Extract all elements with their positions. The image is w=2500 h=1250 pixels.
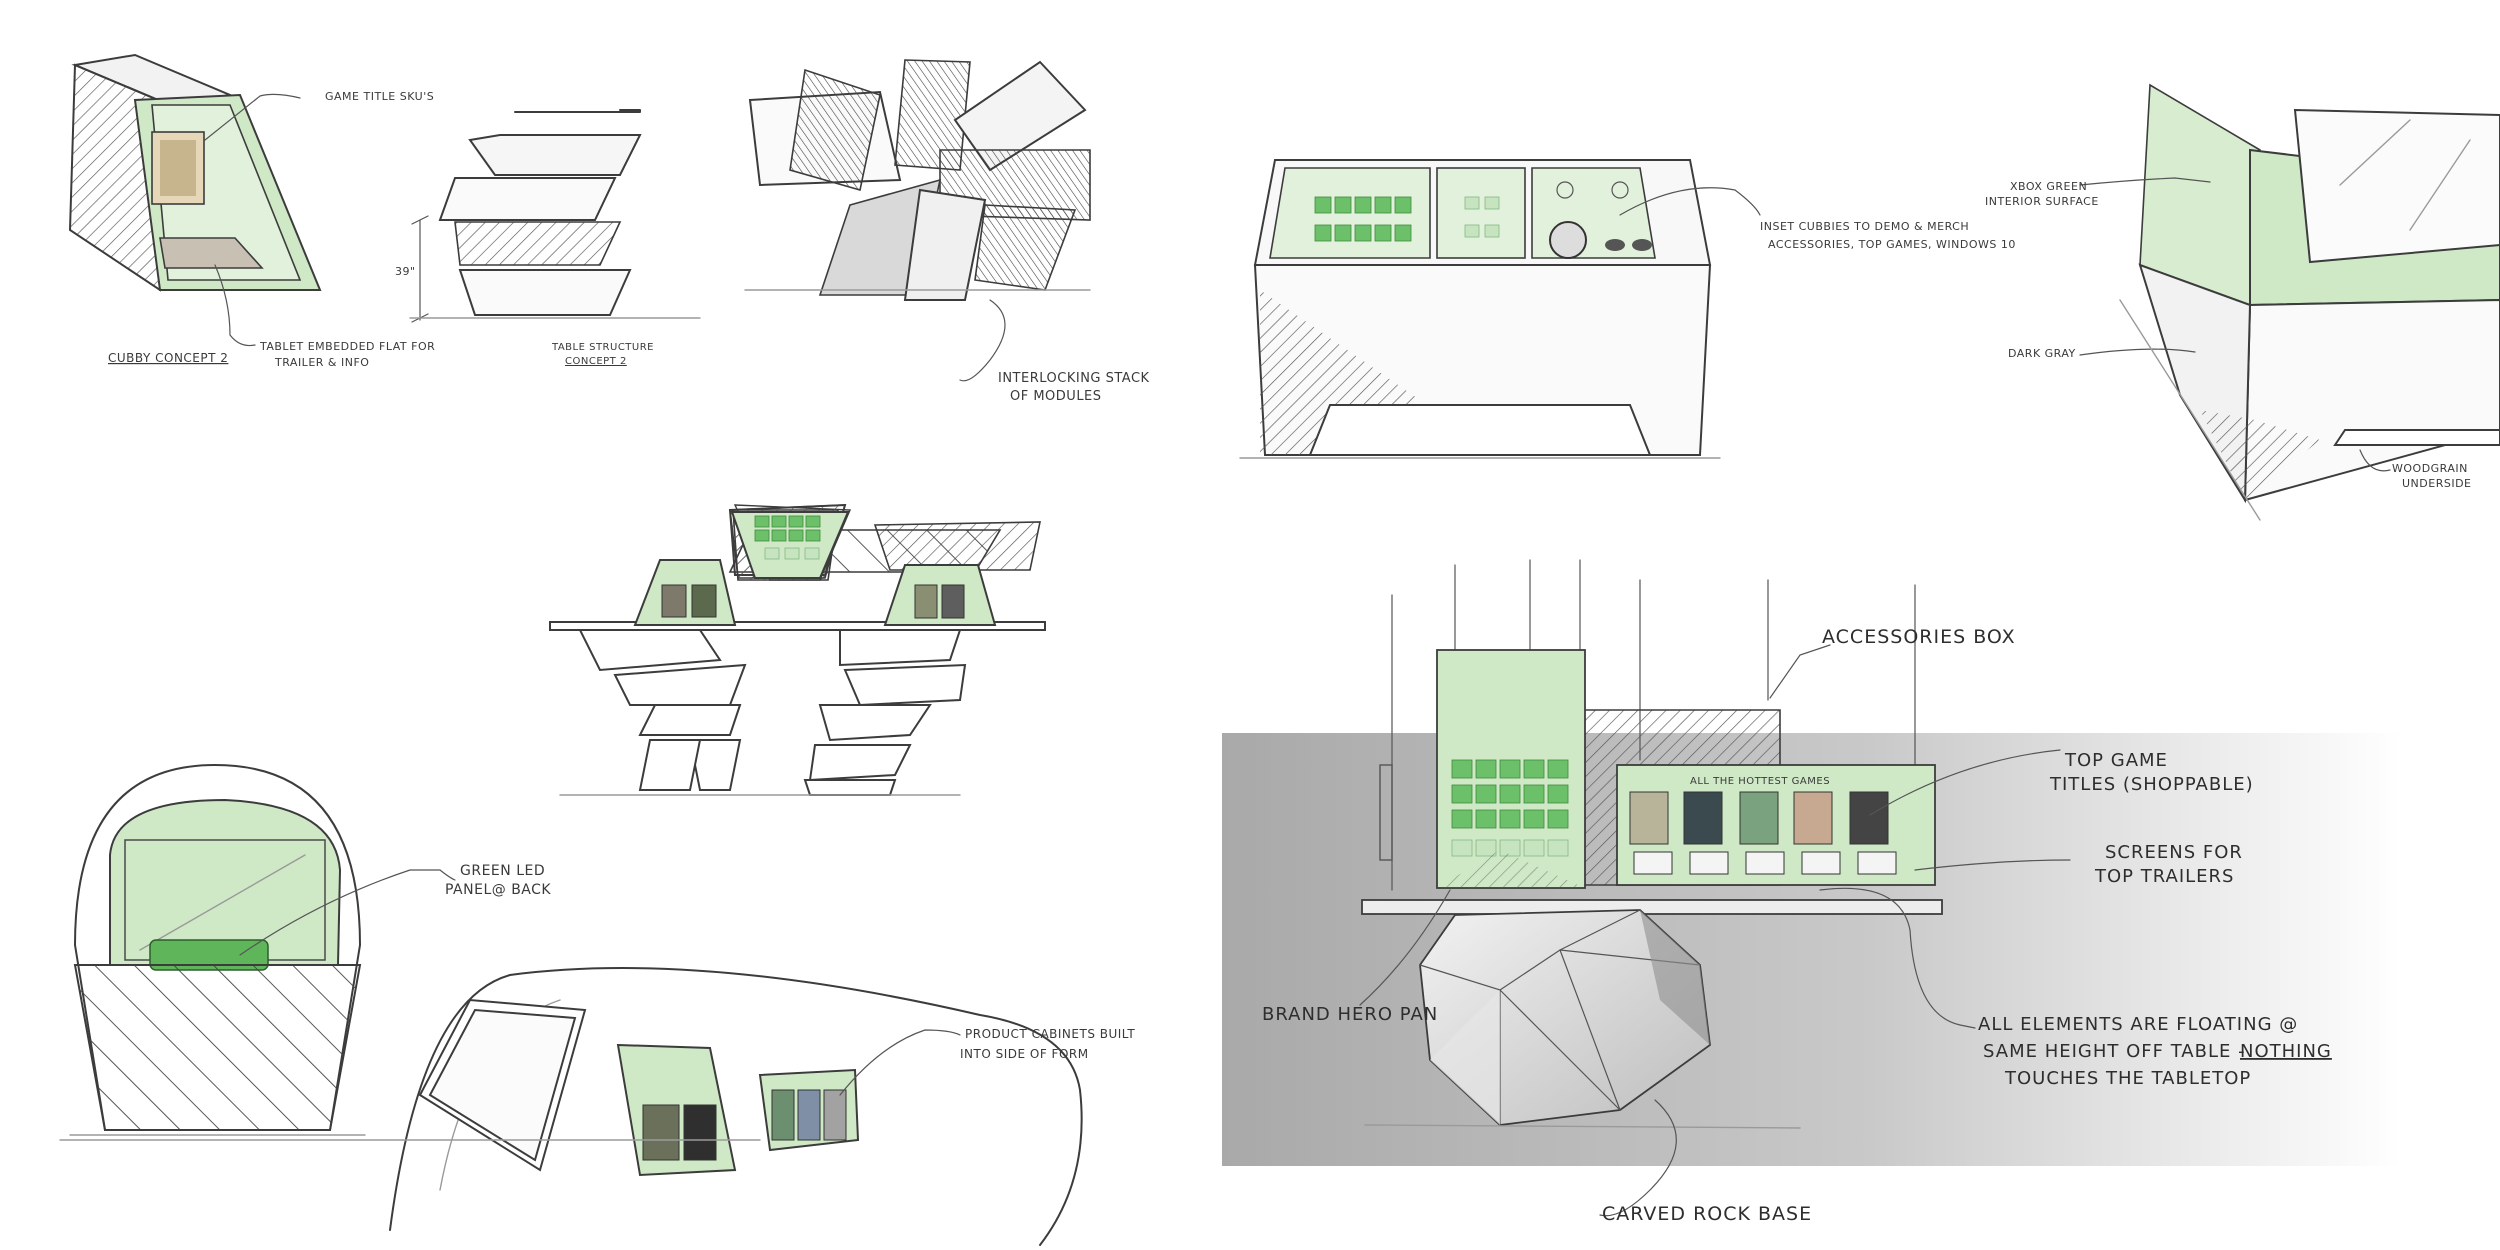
inset-cubby-table-sketch <box>1239 159 1761 459</box>
label-screens-for: SCREENS FOR <box>2105 842 2243 863</box>
label-into-side-of-form: INTO SIDE OF FORM <box>960 1047 1089 1061</box>
label-accessories-top-games: ACCESSORIES, TOP GAMES, WINDOWS 10 <box>1768 238 2016 251</box>
game-box-1 <box>1629 791 1669 845</box>
label-of-modules: OF MODULES <box>1010 389 1102 404</box>
cubby-concept-sketch <box>68 53 322 347</box>
label-carved-rock-base: CARVED ROCK BASE <box>1602 1203 1812 1225</box>
corner-detail-sketch <box>2079 83 2500 521</box>
label-inset-cubbies: INSET CUBBIES TO DEMO & MERCH <box>1760 220 1969 233</box>
label-table-height: 39" <box>395 265 416 278</box>
organic-form-sketch <box>59 967 1083 1246</box>
floating-display-render: ALL THE HOTTEST GAMES <box>1222 559 2402 1217</box>
label-interlocking-stack: INTERLOCKING STACK <box>998 371 1150 386</box>
label-interior-surface: INTERIOR SURFACE <box>1985 195 2099 208</box>
label-product-cabinets: PRODUCT CABINETS BUILT <box>965 1027 1135 1041</box>
shelf-title: ALL THE HOTTEST GAMES <box>1690 776 1830 787</box>
label-brand-hero: BRAND HERO PAN <box>1262 1004 1438 1025</box>
label-tablet-embedded: TABLET EMBEDDED FLAT FOR <box>259 340 435 353</box>
label-game-title-skus: GAME TITLE SKU'S <box>325 90 434 103</box>
table-structure-sketch <box>409 109 701 323</box>
trailer-screen-3 <box>1745 851 1785 875</box>
label-accessories-box: ACCESSORIES BOX <box>1822 626 2016 648</box>
game-box-4 <box>1793 791 1833 845</box>
label-table-structure: TABLE STRUCTURE <box>551 342 654 353</box>
label-floating-1: ALL ELEMENTS ARE FLOATING @ <box>1978 1014 2298 1035</box>
label-underside: UNDERSIDE <box>2402 477 2472 490</box>
label-xbox-green: XBOX GREEN <box>2010 180 2087 193</box>
carved-rock-base <box>1419 909 1711 1126</box>
label-woodgrain: WOODGRAIN <box>2392 462 2468 475</box>
label-trailer-info: TRAILER & INFO <box>274 356 369 369</box>
label-cubby-concept: CUBBY CONCEPT 2 <box>108 351 228 365</box>
label-dark-gray: DARK GRAY <box>2008 347 2076 360</box>
label-table-concept: CONCEPT 2 <box>565 356 627 367</box>
cubby-tile-grid-middle <box>1464 196 1500 238</box>
label-top-game: TOP GAME <box>2064 750 2168 771</box>
green-led-pod-sketch <box>69 763 456 1136</box>
interlocking-modules-sketch <box>744 59 1091 382</box>
game-box-3 <box>1739 791 1779 845</box>
tabletop <box>1361 899 1943 915</box>
label-floating-3: TOUCHES THE TABLETOP <box>2004 1068 2251 1089</box>
trailer-screen-5 <box>1857 851 1897 875</box>
label-floating-2: SAME HEIGHT OFF TABLE - <box>1983 1041 2246 1062</box>
wheel-icon <box>1549 221 1587 259</box>
trailer-screen-2 <box>1689 851 1729 875</box>
hero-tile-grid <box>1451 759 1569 857</box>
label-titles-shoppable: TITLES (SHOPPABLE) <box>2049 774 2254 795</box>
label-green-led: GREEN LED <box>460 863 545 879</box>
controller-icon <box>1605 239 1625 251</box>
trailer-screen-4 <box>1801 851 1841 875</box>
game-box-2 <box>1683 791 1723 845</box>
label-top-trailers: TOP TRAILERS <box>2094 866 2234 887</box>
headset-icon-2 <box>1611 181 1629 199</box>
game-box-5 <box>1849 791 1889 845</box>
cubby-tile-grid-left <box>1314 196 1412 242</box>
headset-icon <box>1556 181 1574 199</box>
floating-tile-grid <box>754 515 821 560</box>
label-panel-back: PANEL@ BACK <box>445 882 551 898</box>
floating-cubby-table-sketch <box>549 503 1046 796</box>
controller-icon-2 <box>1632 239 1652 251</box>
label-floating-nothing: NOTHING <box>2240 1041 2332 1062</box>
trailer-screen-1 <box>1633 851 1673 875</box>
